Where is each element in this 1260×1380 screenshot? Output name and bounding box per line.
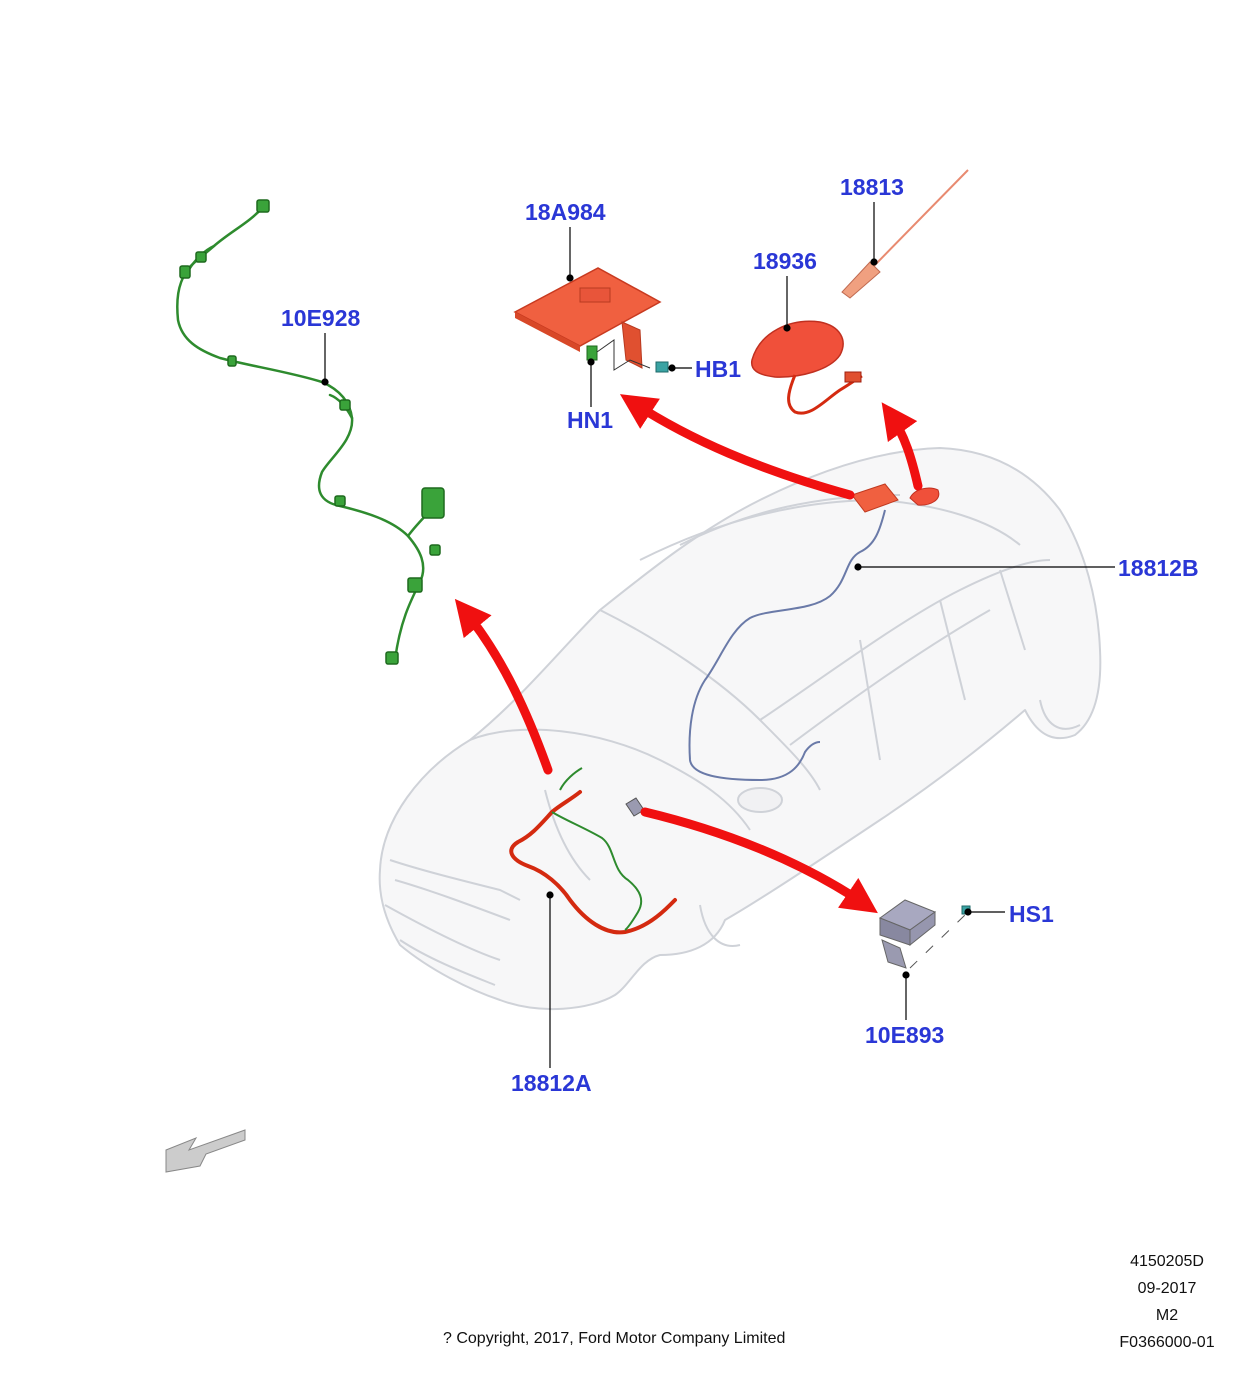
- leader-lines: [321, 202, 1115, 1068]
- harness-18812B: [688, 509, 886, 782]
- vehicle-outline: [378, 447, 1102, 1011]
- harness-10E928-connectors: [179, 199, 445, 665]
- drawing-code: 4150205D: [1130, 1253, 1204, 1270]
- label-18A984: 18A984: [525, 199, 606, 225]
- red-arrows: [454, 394, 923, 914]
- antenna-18813: [841, 169, 969, 299]
- antenna-18936: [750, 320, 863, 415]
- drawing-metadata: 4150205D 09-2017 M2 F0366000-01: [1112, 1248, 1222, 1356]
- label-18936: 18936: [753, 248, 817, 274]
- roof-module-small: [851, 483, 940, 513]
- drawing-date: 09-2017: [1137, 1280, 1197, 1297]
- label-10E928: 10E928: [281, 305, 361, 331]
- module-10E893: [878, 899, 971, 969]
- harness-18812A-green-branch: [551, 767, 643, 931]
- label-18812A: 18812A: [511, 1070, 592, 1096]
- harness-10E928: [176, 206, 442, 662]
- label-HS1: HS1: [1009, 901, 1054, 927]
- drawing-model: M2: [1155, 1307, 1179, 1324]
- label-18813: 18813: [840, 174, 904, 200]
- label-HB1: HB1: [695, 356, 741, 382]
- copyright-notice: ? Copyright, 2017, Ford Motor Company Li…: [443, 1330, 786, 1347]
- view-direction-arrow: [165, 1129, 246, 1173]
- label-10E893: 10E893: [865, 1022, 944, 1048]
- drawing-figure-id: F0366000-01: [1119, 1334, 1215, 1351]
- label-18812B: 18812B: [1118, 555, 1199, 581]
- module-18A984: [513, 267, 669, 373]
- harness-18812A: [509, 790, 677, 935]
- label-HN1: HN1: [567, 407, 613, 433]
